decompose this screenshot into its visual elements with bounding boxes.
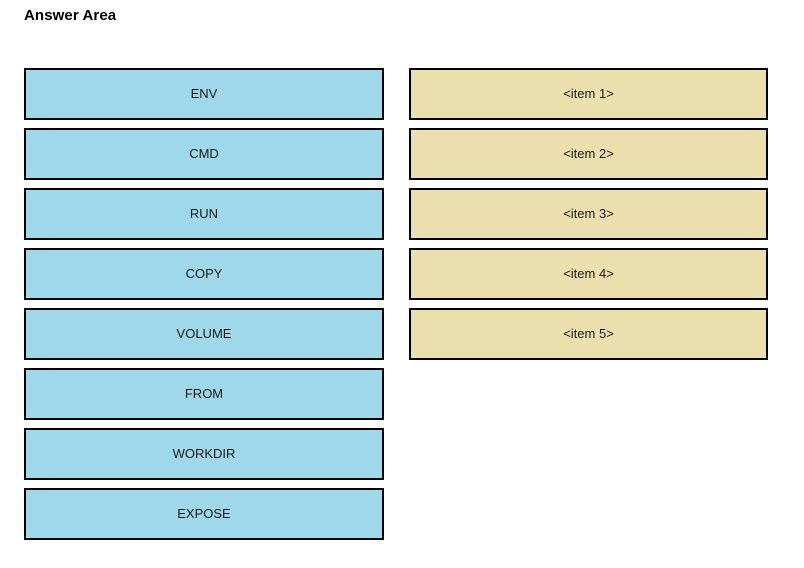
drop-slot-1[interactable]: <item 1> (409, 68, 768, 120)
draggable-option-label: RUN (189, 206, 219, 221)
draggable-option-copy[interactable]: COPY (24, 248, 384, 300)
draggable-option-cmd[interactable]: CMD (24, 128, 384, 180)
answer-drop-slots-column: <item 1> <item 2> <item 3> <item 4> <ite… (409, 68, 768, 360)
draggable-option-label: EXPOSE (177, 506, 231, 521)
drop-slot-label: <item 3> (563, 206, 614, 221)
draggable-option-expose[interactable]: EXPOSE (24, 488, 384, 540)
drop-slot-label: <item 2> (563, 146, 614, 161)
draggable-option-workdir[interactable]: WORKDIR (24, 428, 384, 480)
drop-slot-2[interactable]: <item 2> (409, 128, 768, 180)
draggable-option-volume[interactable]: VOLUME (24, 308, 384, 360)
draggable-option-label: FROM (184, 386, 224, 401)
draggable-option-env[interactable]: ENV (24, 68, 384, 120)
drop-slot-4[interactable]: <item 4> (409, 248, 768, 300)
draggable-option-label: WORKDIR (172, 446, 236, 461)
draggable-option-label: COPY (185, 266, 223, 281)
drop-slot-5[interactable]: <item 5> (409, 308, 768, 360)
drop-slot-label: <item 5> (563, 326, 614, 341)
draggable-option-label: VOLUME (176, 326, 232, 341)
drop-slot-label: <item 4> (563, 266, 614, 281)
draggable-options-column: ENV CMD RUN COPY VOLUME FROM WORKDIR EXP… (24, 68, 384, 540)
draggable-option-label: ENV (190, 86, 218, 101)
page-title: Answer Area (24, 7, 117, 24)
draggable-option-run[interactable]: RUN (24, 188, 384, 240)
draggable-option-from[interactable]: FROM (24, 368, 384, 420)
draggable-option-label: CMD (189, 146, 219, 161)
drop-slot-label: <item 1> (563, 86, 614, 101)
drop-slot-3[interactable]: <item 3> (409, 188, 768, 240)
